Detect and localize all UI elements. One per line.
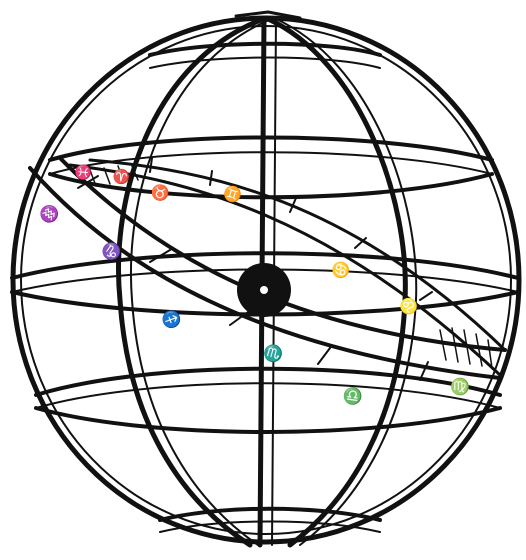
zodiac-glyph: ♉	[149, 182, 171, 203]
zodiac-glyph: ♋	[328, 258, 353, 283]
zodiac-glyph: ♈	[111, 167, 131, 186]
zodiac-glyph: ♎	[341, 385, 363, 407]
zodiac-glyph: ♓	[74, 163, 93, 182]
earth-highlight	[260, 286, 268, 294]
zodiac-glyph: ♌	[396, 294, 422, 319]
zodiac-glyph: ♏	[261, 342, 285, 366]
zodiac-glyph: ♒	[36, 200, 63, 227]
zodiac-glyph: ♍	[450, 377, 470, 396]
